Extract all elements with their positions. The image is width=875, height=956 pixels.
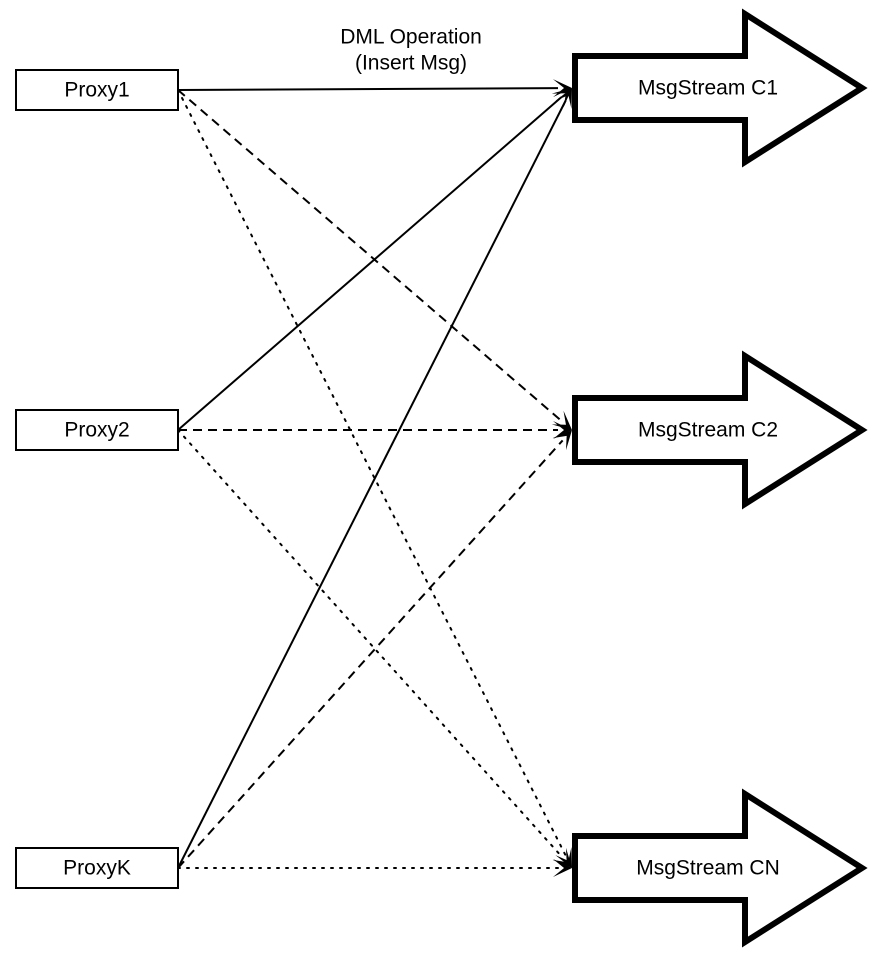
msgstream-node-c2[interactable]: MsgStream C2 bbox=[572, 350, 868, 510]
arrowhead-proxy1-to-c2 bbox=[551, 410, 572, 430]
edge-proxy2-to-cn bbox=[177, 429, 564, 859]
caption-line-2: (Insert Msg) bbox=[355, 52, 467, 75]
msgstream-arrow-shape-c2[interactable] bbox=[572, 350, 868, 510]
proxy-box-proxy2[interactable] bbox=[15, 409, 179, 451]
arrowhead-proxy1-to-c1 bbox=[552, 79, 572, 98]
msgstream-label-c1: MsgStream C1 bbox=[638, 77, 778, 100]
edge-proxy2-to-c1 bbox=[177, 96, 563, 431]
caption-line-1: DML Operation bbox=[340, 26, 482, 49]
msgstream-arrow-shape-c1[interactable] bbox=[572, 8, 868, 168]
arrowhead-proxyk-to-cn bbox=[553, 859, 572, 877]
edge-proxy1-to-c2 bbox=[177, 89, 563, 422]
msgstream-nodes-layer: MsgStream C1 MsgStream C2 MsgStream CN bbox=[572, 8, 868, 948]
proxy-label-proxy1: Proxy1 bbox=[64, 79, 129, 102]
proxy-box-proxyk[interactable] bbox=[15, 847, 179, 889]
proxy-box-proxy1[interactable] bbox=[15, 69, 179, 111]
arrowhead-proxyk-to-c1 bbox=[555, 88, 572, 110]
proxy-node-proxyk[interactable]: ProxyK bbox=[15, 847, 179, 889]
arrowhead-proxyk-to-c2 bbox=[552, 430, 572, 451]
msgstream-node-cn[interactable]: MsgStream CN bbox=[572, 788, 868, 948]
edges-layer bbox=[177, 79, 572, 877]
proxy-node-proxy2[interactable]: Proxy2 bbox=[15, 409, 179, 451]
msgstream-label-cn: MsgStream CN bbox=[636, 857, 780, 880]
msgstream-node-c1[interactable]: MsgStream C1 bbox=[572, 8, 868, 168]
msgstream-label-c2: MsgStream C2 bbox=[638, 419, 778, 442]
caption-dml-operation: DML Operation (Insert Msg) bbox=[340, 26, 482, 75]
proxy-label-proxy2: Proxy2 bbox=[64, 419, 129, 442]
arrowhead-proxy2-to-c2 bbox=[553, 421, 572, 439]
edge-proxy1-to-cn bbox=[177, 89, 567, 857]
msgstream-arrow-shape-cn[interactable] bbox=[572, 788, 868, 948]
arrowhead-proxy2-to-cn bbox=[552, 847, 572, 868]
proxy-label-proxyk: ProxyK bbox=[63, 857, 131, 880]
edge-proxy1-to-c1 bbox=[177, 87, 559, 91]
edge-proxyk-to-c1 bbox=[177, 100, 567, 869]
edge-proxyk-to-c2 bbox=[177, 439, 564, 869]
proxy-node-proxy1[interactable]: Proxy1 bbox=[15, 69, 179, 111]
